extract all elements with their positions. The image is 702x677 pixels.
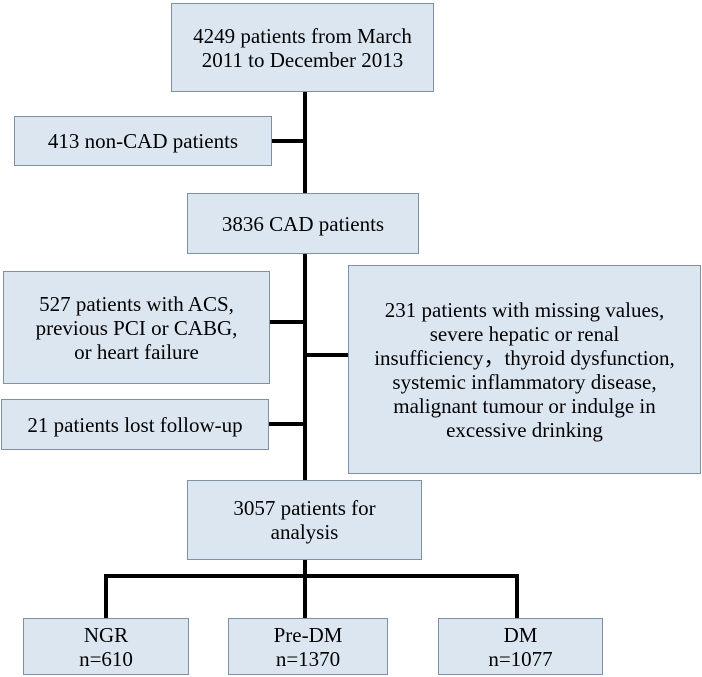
box-cad-line-1: 3836 CAD patients [221,211,385,236]
box-acs-line-1: 527 patients with ACS, [39,291,234,316]
box-total-patients: 4249 patients from March 2011 to Decembe… [171,3,434,92]
box-pre-dm-count: n=1370 [275,646,341,671]
box-analysis-line-2: analysis [270,520,339,544]
box-group-pre-dm: Pre-DM n=1370 [228,618,388,675]
box-lost-follow-up: 21 patients lost follow-up [1,399,269,450]
box-acs-line-2: previous PCI or CABG, [35,315,238,340]
box-acs-excluded: 527 patients with ACS, previous PCI or C… [3,271,270,384]
box-dm-label: DM [503,622,538,647]
box-missing-line-4: systemic inflammatory disease, [392,369,657,394]
box-dm-count: n=1077 [488,646,553,671]
box-missing-line-1: 231 patients with missing values, [384,297,665,322]
box-lost-line-1: 21 patients lost follow-up [27,412,243,437]
box-missing-line-3: insufficiency，thyroid dysfunction, [374,345,675,370]
box-ngr-label: NGR [83,622,129,647]
box-analysis-line-1: 3057 patients for [233,496,376,520]
box-missing-line-2: severe hepatic or renal [429,321,620,346]
box-group-dm: DM n=1077 [438,618,603,675]
box-non-cad-line-1: 413 non-CAD patients [47,129,239,153]
box-group-ngr: NGR n=610 [23,618,189,675]
box-non-cad-patients: 413 non-CAD patients [14,116,272,166]
box-ngr-count: n=610 [79,646,133,671]
box-total-line-1: 4249 patients from March [193,23,412,48]
box-analysis-patients: 3057 patients for analysis [187,480,422,560]
box-cad-patients: 3836 CAD patients [187,193,419,254]
box-missing-values-excluded: 231 patients with missing values, severe… [348,265,701,474]
box-total-line-2: 2011 to December 2013 [201,47,404,72]
box-missing-line-5: malignant tumour or indulge in [393,393,656,418]
box-missing-line-6: excessive drinking [446,417,603,442]
box-acs-line-3: or heart failure [74,339,199,364]
box-pre-dm-label: Pre-DM [273,622,343,647]
